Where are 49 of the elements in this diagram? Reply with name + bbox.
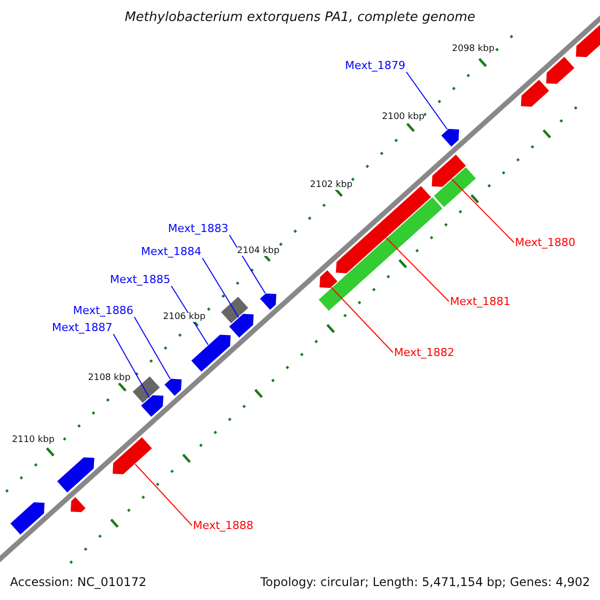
- gene-feature: [112, 437, 152, 474]
- gene-feature: [191, 334, 231, 372]
- leader-line: [202, 258, 239, 318]
- leader-line: [170, 286, 209, 346]
- scale-label: 2102 kbp: [310, 181, 352, 190]
- leader-line: [134, 316, 171, 380]
- scale-label: 2098 kbp: [452, 45, 494, 54]
- gene-feature: [229, 314, 254, 338]
- title: Methylobacterium extorquens PA1, complete genome: [124, 11, 476, 24]
- scale-label: 2100 kbp: [382, 113, 424, 122]
- feature-box: [221, 296, 248, 324]
- genome-info-label: Topology: circular; Length: 5,471,154 bp; Genes: 4,902: [260, 576, 590, 588]
- gene-label: Mext_1882: [394, 347, 454, 358]
- scale-label: 2106 kbp: [163, 313, 206, 322]
- gene-label: Mext_1886: [73, 305, 134, 316]
- gene-label: Mext_1880: [515, 237, 576, 248]
- leader-line: [451, 178, 514, 243]
- feature-box: [132, 376, 160, 403]
- gene-label: Mext_1879: [345, 60, 406, 71]
- leader-line: [406, 72, 448, 130]
- gene-feature: [164, 378, 182, 396]
- leader-line: [134, 464, 192, 526]
- gene-feature: [520, 80, 550, 107]
- gene-feature: [10, 502, 45, 535]
- scale-label: 2104 kbp: [237, 247, 280, 256]
- leader-line: [386, 238, 450, 302]
- gene-feature: [441, 128, 460, 147]
- gene-label: Mext_1883: [168, 223, 228, 234]
- gene-feature: [432, 154, 466, 187]
- gene-label: Mext_1887: [52, 322, 112, 333]
- gene-feature: [576, 24, 600, 58]
- gene-label: Mext_1885: [110, 274, 170, 285]
- gene-feature: [260, 294, 276, 310]
- feature-bar: [329, 197, 442, 302]
- leader-line: [228, 234, 266, 294]
- gene-feature: [320, 270, 338, 288]
- gene-feature: [141, 395, 164, 417]
- leader-line: [112, 334, 150, 398]
- scale-label: 2110 kbp: [12, 436, 54, 445]
- gene-feature: [57, 457, 94, 492]
- gene-label: Mext_1888: [193, 520, 254, 531]
- scale-label: 2108 kbp: [88, 374, 130, 383]
- gene-feature: [546, 56, 574, 84]
- feature-bar: [434, 167, 476, 208]
- gene-label: Mext_1884: [141, 246, 202, 257]
- gene-label: Mext_1881: [450, 296, 510, 307]
- accession-label: Accession: NC_010172: [10, 576, 146, 588]
- gene-feature: [70, 497, 86, 512]
- leader-line: [330, 287, 394, 353]
